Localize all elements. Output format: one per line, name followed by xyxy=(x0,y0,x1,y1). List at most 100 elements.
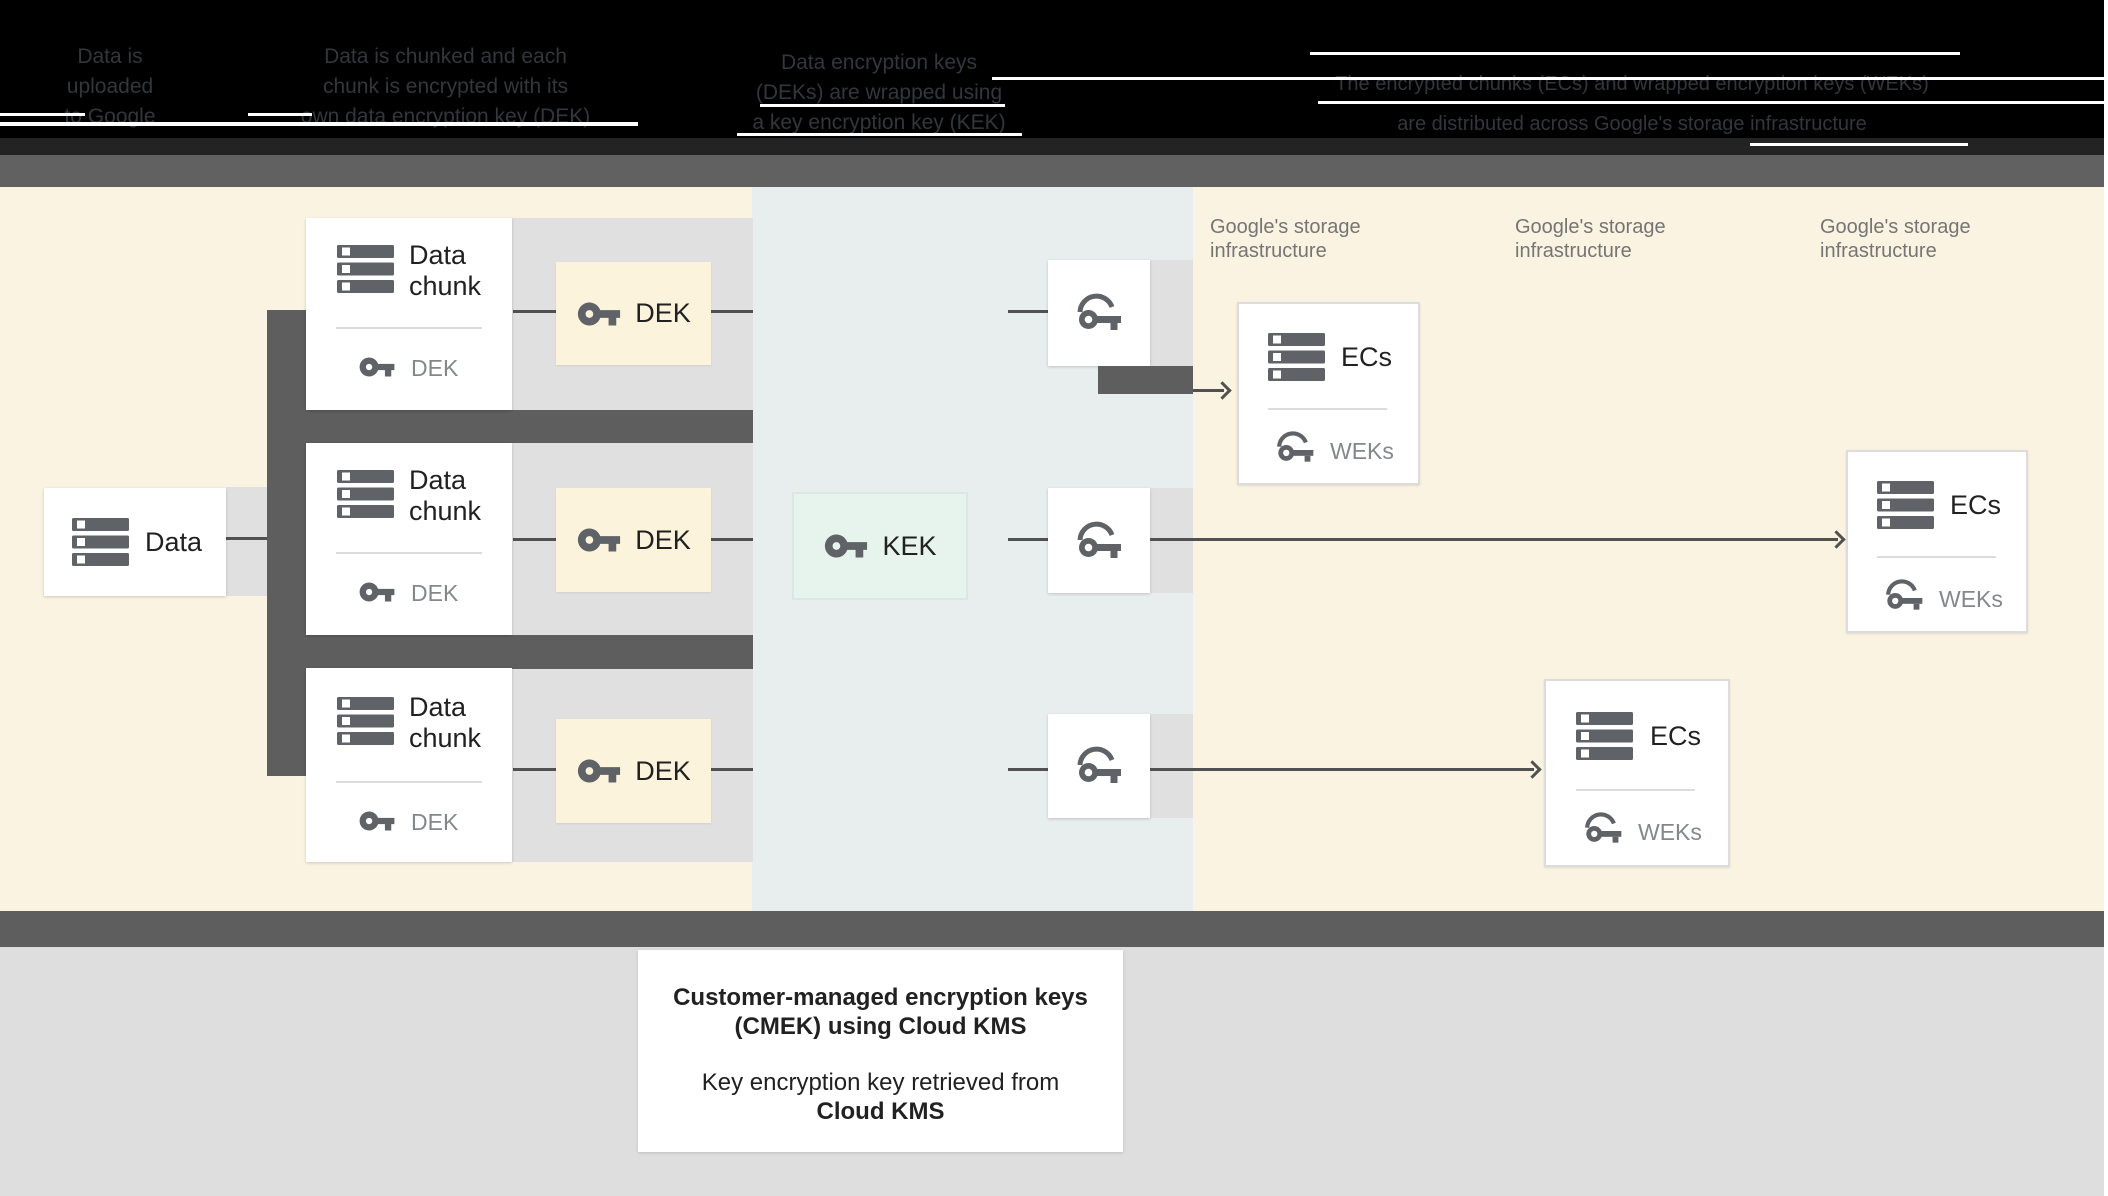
white-line-fragment xyxy=(248,113,312,116)
key-icon xyxy=(358,802,396,840)
data-box-label: Data xyxy=(145,526,203,557)
connector-line xyxy=(226,537,267,540)
wrapped-key-box-1 xyxy=(1048,260,1150,366)
trunk-bar xyxy=(267,310,307,776)
connector-line xyxy=(711,310,753,313)
storage-heading-2: Google's storage infrastructure xyxy=(1515,216,1666,262)
kek-label: KEK xyxy=(882,530,937,561)
weks-label: WEKs xyxy=(1638,819,1702,845)
server-stack-icon xyxy=(1268,333,1325,381)
ecs-box-2: ECs WEKs xyxy=(1544,679,1730,867)
key-icon xyxy=(576,517,622,563)
data-chunk-label: Data chunk xyxy=(409,692,482,753)
divider xyxy=(336,327,482,329)
step-4-line-1: The encrypted chunks (ECs) and wrapped e… xyxy=(1335,73,1929,95)
key-icon xyxy=(358,348,396,386)
chunk-dek-label: DEK xyxy=(411,809,459,835)
data-chunk-box-2: Data chunk DEK xyxy=(306,443,512,635)
server-stack-icon xyxy=(337,697,394,745)
kek-box: KEK xyxy=(792,492,968,600)
wrapped-key-icon xyxy=(1275,430,1315,465)
white-line-fragment xyxy=(0,113,85,116)
ecs-label: ECs xyxy=(1341,342,1393,372)
divider xyxy=(1877,556,1996,558)
arrow-line-3 xyxy=(1150,768,1534,771)
dek-box-2: DEK xyxy=(556,488,711,592)
divider xyxy=(1268,408,1387,410)
server-stack-icon xyxy=(1576,712,1633,760)
connector-line xyxy=(513,310,556,313)
ecs-box-1: ECs WEKs xyxy=(1237,302,1420,485)
header-sub-band xyxy=(0,138,2104,155)
server-stack-icon xyxy=(337,245,394,293)
step-1-text: Data is uploaded to Google xyxy=(0,42,220,132)
connector-line xyxy=(1008,768,1048,771)
step-3-line-1: Data encryption keys xyxy=(780,51,978,74)
weks-label: WEKs xyxy=(1330,438,1394,464)
ecs-box-3: ECs WEKs xyxy=(1846,450,2028,633)
data-chunk-box-3: Data chunk DEK xyxy=(306,668,512,862)
wrapped-key-box-2 xyxy=(1048,488,1150,593)
key-icon xyxy=(358,573,396,611)
caption-title-line-2: (CMEK) using Cloud KMS xyxy=(734,1013,1027,1040)
key-icon xyxy=(576,748,622,794)
wrapped-key-box-3 xyxy=(1048,714,1150,818)
ecs-label: ECs xyxy=(1950,490,2002,520)
arrow-line-1 xyxy=(1193,389,1224,392)
white-line-fragment xyxy=(1310,52,1960,55)
step-1-line-3: to Google xyxy=(64,105,156,128)
caption-body-line-2: Cloud KMS xyxy=(816,1098,945,1125)
wrapped-key-tab-3 xyxy=(1150,714,1193,818)
wrapped-key-icon xyxy=(1075,520,1123,562)
dek-box-3: DEK xyxy=(556,719,711,823)
data-connector-band xyxy=(226,487,267,596)
chunk-dek-label: DEK xyxy=(411,355,459,381)
white-line-fragment xyxy=(760,104,1005,107)
data-box: Data xyxy=(44,488,226,596)
arrow-line-2 xyxy=(1150,538,1838,541)
data-chunk-label: Data chunk xyxy=(409,465,482,526)
step-3-text: Data encryption keys (DEKs) are wrapped … xyxy=(733,48,1025,138)
white-line-fragment xyxy=(737,133,1022,136)
caption-body-line-1: Key encryption key retrieved from xyxy=(701,1069,1060,1096)
wrapped-key-icon xyxy=(1884,578,1924,613)
top-gray-band xyxy=(0,155,2104,187)
caption-gap xyxy=(638,1041,1123,1068)
server-stack-icon xyxy=(337,470,394,518)
connector-line xyxy=(513,538,556,541)
connector-line xyxy=(1008,538,1048,541)
white-line-fragment xyxy=(1318,101,2104,104)
key-icon xyxy=(823,523,869,569)
step-1-line-1: Data is xyxy=(77,45,143,68)
connector-line xyxy=(711,538,753,541)
step-3-line-2: (DEKs) are wrapped using xyxy=(755,81,1003,104)
branch-bar-2 xyxy=(267,635,753,669)
storage-heading-1: Google's storage infrastructure xyxy=(1210,216,1361,262)
step-2-line-2: chunk is encrypted with its xyxy=(322,75,569,98)
caption-title-line-1: Customer-managed encryption keys xyxy=(673,984,1088,1011)
white-line-fragment xyxy=(0,122,638,126)
server-stack-icon xyxy=(1877,481,1934,529)
data-chunk-box-1: Data chunk DEK xyxy=(306,218,512,410)
connector-line xyxy=(513,768,556,771)
chunk-dek-label: DEK xyxy=(411,580,459,606)
connector-line xyxy=(1008,310,1048,313)
step-2-text: Data is chunked and each chunk is encryp… xyxy=(253,42,638,132)
connector-line xyxy=(711,768,753,771)
caption-box: Customer-managed encryption keys (CMEK) … xyxy=(638,950,1123,1152)
ecs-label: ECs xyxy=(1650,721,1702,751)
step-2-line-1: Data is chunked and each xyxy=(324,45,567,68)
wrapped-key-tab-1 xyxy=(1150,260,1193,366)
key-icon xyxy=(576,291,622,337)
elbow-bar xyxy=(1098,366,1193,394)
dek-label: DEK xyxy=(635,298,691,328)
wrapped-key-icon xyxy=(1583,811,1623,846)
white-line-fragment xyxy=(992,77,2104,80)
dek-label: DEK xyxy=(635,755,691,786)
wrapped-key-icon xyxy=(1075,292,1123,334)
dek-label: DEK xyxy=(635,524,691,555)
dek-box-1: DEK xyxy=(556,262,711,365)
data-chunk-label: Data chunk xyxy=(409,240,482,301)
step-3-line-3: a key encryption key (KEK) xyxy=(752,111,1006,134)
